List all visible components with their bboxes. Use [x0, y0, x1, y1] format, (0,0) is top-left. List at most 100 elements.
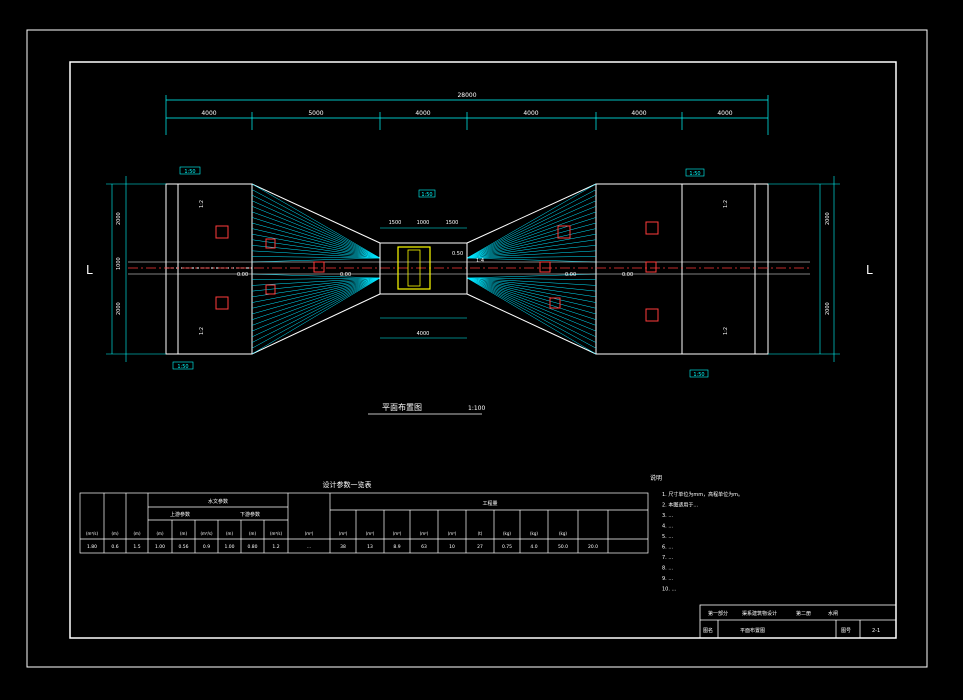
scale-tag-1: 1:50	[184, 169, 195, 175]
table-title: 设计参数一览表	[323, 480, 372, 489]
elev-4: 0.00	[565, 272, 576, 278]
table-unit: (m)	[249, 531, 256, 536]
table-cell: 1.00	[224, 544, 234, 550]
table-unit: (m)	[133, 531, 140, 536]
table-unit: (m³)	[339, 531, 348, 536]
table-unit: (m²)	[420, 531, 429, 536]
side-dim-l1: 2000	[116, 212, 122, 225]
note-item: 3. ...	[662, 513, 674, 519]
table-cell: ...	[307, 545, 311, 550]
hatch-line	[466, 277, 597, 326]
table-cell: 0.9	[203, 544, 210, 550]
hatch-line	[251, 228, 381, 259]
hatch-line	[466, 277, 597, 349]
section-marker-left: L	[86, 263, 93, 277]
scale-tags	[172, 166, 709, 378]
tb-section: 渠系建筑物设计	[742, 610, 777, 617]
notes-title: 说明	[650, 474, 662, 482]
hatch-line	[251, 250, 381, 259]
wing-wall-hatch	[251, 183, 597, 355]
table-columns	[103, 493, 609, 553]
title-block	[699, 604, 897, 639]
hatch-line	[466, 194, 597, 259]
table-cell: 4.0	[530, 544, 537, 550]
hatch-line	[466, 277, 597, 298]
table-cell: 13	[367, 544, 373, 550]
hatch-line	[251, 211, 381, 259]
hatch-line	[251, 256, 381, 259]
table-cell: 63	[421, 544, 427, 550]
slope-1: 1:2	[199, 200, 205, 208]
table-unit: (m³)	[448, 531, 457, 536]
hatch-line	[466, 257, 597, 263]
hatch-line	[251, 277, 381, 315]
hatch-line	[466, 277, 597, 332]
table-cell: 0.6	[111, 544, 118, 550]
table-unit: (t)	[478, 531, 483, 536]
hatch-line	[466, 277, 597, 303]
hatch-line	[251, 189, 381, 259]
table-unit: (m³)	[305, 531, 314, 536]
parameter-table	[79, 492, 649, 554]
hatch-line	[251, 194, 381, 259]
side-dimensions	[106, 176, 840, 362]
scale-tag-3: 1:50	[421, 192, 432, 198]
table-cell: 0.56	[178, 544, 188, 550]
table-unit: (m³)	[366, 531, 375, 536]
seg-dim-4: 4000	[523, 110, 538, 117]
hatch-line	[251, 206, 381, 259]
hatch-line	[251, 277, 381, 292]
hatch-line	[251, 277, 381, 349]
slope-4: 1:2	[723, 327, 729, 335]
hatch-line	[466, 222, 597, 259]
hatch-line	[466, 250, 597, 259]
right-apron	[466, 183, 769, 355]
bottom-dim: 4000	[417, 331, 430, 337]
note-item: 1. 尺寸单位为mm，高程单位为m。	[662, 491, 743, 498]
slope-5: 1:4	[476, 258, 484, 264]
note-item: 6. ...	[662, 545, 674, 551]
tb-no-label: 图号	[841, 628, 851, 634]
table-cell: 10	[449, 544, 455, 550]
note-item: 8. ...	[662, 566, 674, 572]
scale-tag-5: 1:50	[693, 372, 704, 378]
table-cell: 1.5	[133, 544, 140, 550]
hatch-line	[251, 277, 381, 355]
side-dim-r3: 2000	[825, 302, 831, 315]
hatch-line	[466, 277, 597, 315]
group-header-1: 水文参数	[208, 498, 228, 505]
hatch-line	[466, 277, 597, 292]
hatch-line	[466, 277, 597, 338]
hatch-line	[466, 245, 597, 259]
tb-part: 第一部分	[708, 610, 728, 617]
seg-dim-2: 5000	[308, 110, 323, 117]
hatch-line	[251, 277, 381, 303]
elev-2: 0.00	[340, 272, 351, 278]
hatch-line	[466, 211, 597, 259]
table-unit: (m)	[226, 531, 233, 536]
seg-dim-3: 4000	[415, 110, 430, 117]
tb-name: 平面布置图	[740, 627, 765, 634]
table-unit: (m³/s)	[86, 531, 98, 536]
hatch-line	[466, 273, 597, 279]
hatch-line	[251, 277, 381, 309]
hatch-line	[251, 277, 381, 332]
table-unit: (m)	[180, 531, 187, 536]
hatch-line	[466, 183, 597, 259]
tb-name-label: 图名	[703, 627, 713, 634]
table-cell: 50.0	[558, 544, 568, 550]
note-item: 9. ...	[662, 576, 674, 582]
hatch-line	[466, 277, 597, 320]
table-cell: 20.0	[588, 544, 598, 550]
side-dim-r1: 2000	[825, 212, 831, 225]
elev-5: 0.00	[622, 272, 633, 278]
hatch-line	[466, 277, 597, 355]
hatch-line	[251, 277, 381, 286]
seg-dim-1: 4000	[201, 110, 216, 117]
tb-no: 2-1	[872, 628, 880, 634]
side-dim-l2: 1000	[116, 257, 122, 270]
tb-subject: 水闸	[828, 610, 838, 617]
table-unit: (m³/s)	[270, 531, 282, 536]
hatch-line	[466, 189, 597, 259]
hatch-line	[466, 277, 597, 280]
